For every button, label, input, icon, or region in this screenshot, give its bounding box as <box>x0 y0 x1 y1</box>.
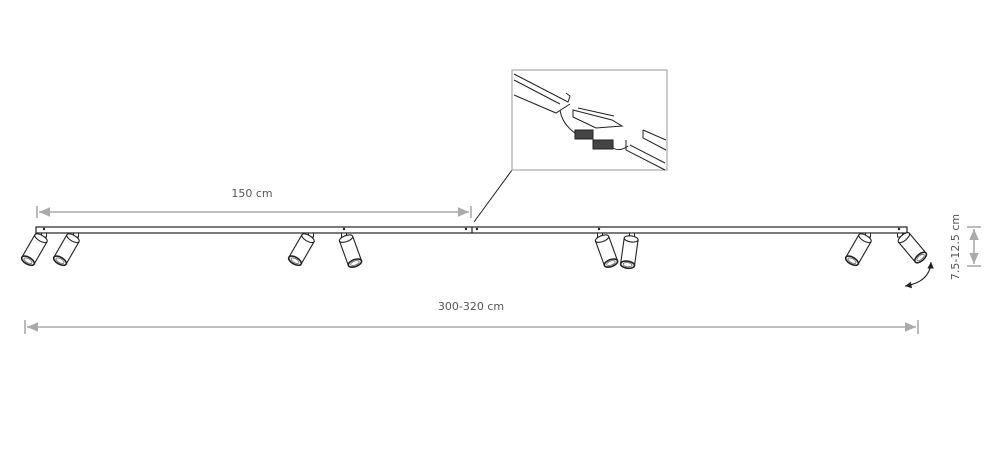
dimension-height: 7.5-12.5 cm <box>949 214 981 280</box>
connector-detail-inset <box>511 69 668 171</box>
rotation-arrow-icon <box>904 261 934 289</box>
dimension-150cm: 150 cm <box>36 187 472 218</box>
height-label: 7.5-12.5 cm <box>949 214 962 280</box>
spotlight <box>338 232 363 268</box>
spotlight <box>52 232 80 267</box>
total-length-label: 300-320 cm <box>438 300 504 313</box>
spotlight <box>844 232 872 267</box>
spotlight <box>897 231 928 264</box>
spotlights <box>20 231 928 270</box>
detail-leader-line <box>473 169 513 223</box>
dimension-total: 300-320 cm <box>24 300 919 334</box>
spotlight <box>20 232 48 267</box>
spotlight <box>594 232 619 268</box>
segment-length-label: 150 cm <box>231 187 272 200</box>
spotlight <box>619 232 639 270</box>
spotlight <box>287 232 315 267</box>
track-rail <box>35 226 908 234</box>
